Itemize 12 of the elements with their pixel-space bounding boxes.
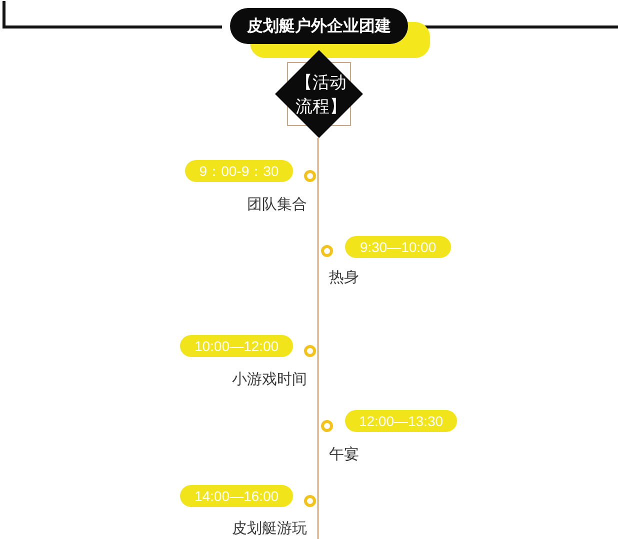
activity-label: 小游戏时间 (232, 369, 307, 389)
activity-label: 热身 (329, 267, 359, 287)
time-tag: 14:00—16:00 (180, 485, 293, 507)
title-banner: 皮划艇户外企业团建 (230, 8, 408, 44)
activity-label: 团队集合 (247, 194, 307, 214)
time-tag: 10:00—12:00 (180, 335, 293, 357)
time-tag: 12:00—13:30 (345, 410, 457, 432)
activity-label: 皮划艇游玩 (232, 518, 307, 538)
time-tag: 9：00-9：30 (185, 160, 293, 182)
diamond-heading: 【活动流程】 (275, 50, 363, 138)
time-tag: 9:30—10:00 (345, 236, 451, 258)
activity-label: 午宴 (329, 444, 359, 464)
